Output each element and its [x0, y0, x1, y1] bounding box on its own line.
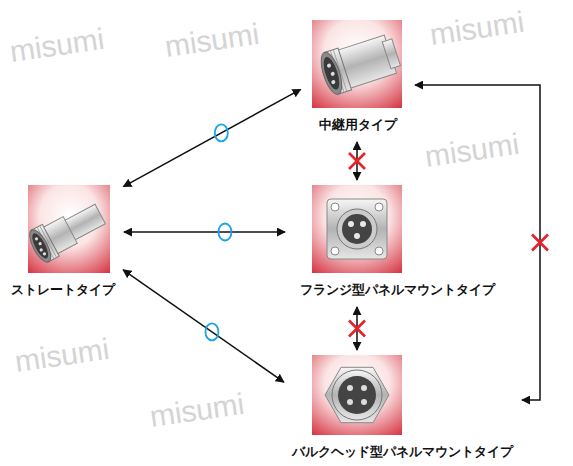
watermark: misumi [13, 332, 112, 379]
connector-photos-part [312, 355, 402, 435]
compatibility-marks-part [215, 124, 228, 141]
compatibility-marks-part [205, 323, 218, 340]
connector-photos-part [332, 370, 382, 420]
connector-type-box: 中継用タイプ [305, 20, 410, 137]
connector-photos-part [331, 203, 339, 211]
connector-photos-part [327, 199, 387, 259]
connector-photos-part [338, 376, 376, 414]
type-label: フランジ型パネルマウントタイプ [300, 282, 495, 298]
connector-photos-part [354, 233, 360, 239]
connector-type-box: ストレートタイプ [7, 185, 119, 302]
connector-photos-part [312, 20, 402, 108]
connector-photos-part [28, 185, 110, 273]
connector-photos-part [360, 221, 366, 227]
compatibility-marks-part [349, 321, 365, 337]
connector-photos-part [38, 242, 42, 246]
watermark: misumi [8, 22, 107, 69]
connector-photos-part [348, 221, 354, 227]
connector-photos-part [330, 71, 335, 76]
watermark: misumi [428, 5, 527, 52]
ok-circle [205, 323, 218, 340]
connector-photos-part [42, 252, 46, 256]
compatibility-marks-part [532, 235, 548, 251]
connector-photos-part [375, 203, 383, 211]
connector-photos-part [326, 63, 331, 68]
connector-photos-part [317, 31, 403, 96]
watermark: misumi [148, 387, 247, 434]
connector-photos-part [26, 198, 109, 265]
connector-photos-part [317, 50, 346, 97]
connector-photos-part [361, 399, 367, 405]
watermark: misumi [163, 17, 262, 64]
flange-receptacle-photo [312, 185, 402, 273]
bulkhead-receptacle-photo [312, 355, 402, 435]
connector-photos-part [347, 399, 353, 405]
straight-plug-photo [26, 185, 110, 273]
type-label-row: 中継用タイプ [305, 114, 410, 133]
ok-circle [215, 124, 228, 141]
ok-circle [219, 224, 232, 241]
ng-cross [349, 153, 365, 169]
compatibility-arrow [123, 89, 300, 186]
connector-photos-part [327, 199, 387, 259]
type-label: バルクヘッド型パネルマウントタイプ [292, 444, 513, 460]
connector-photos-part [375, 247, 383, 255]
connector-photos-part [342, 214, 372, 244]
connector-type-box: バルクヘッド型パネルマウントタイプ [288, 355, 517, 464]
connector-photos-part [331, 247, 339, 255]
connector-photos-part [331, 80, 336, 85]
compatibility-arrow [415, 85, 540, 400]
watermark: misumi [423, 127, 522, 174]
connector-photos-part [34, 237, 38, 241]
ng-cross [532, 235, 548, 251]
connector-type-box: フランジ型パネルマウントタイプ [290, 185, 505, 302]
connector-photos-part [382, 39, 400, 69]
type-label-row: フランジ型パネルマウントタイプ [290, 279, 505, 298]
relay-plug-photo [312, 20, 403, 108]
connector-photos-part [39, 248, 43, 252]
ng-cross [349, 321, 365, 337]
compatibility-marks-part [349, 153, 365, 169]
compatibility-arrow [124, 231, 285, 233]
connector-photos-part [29, 231, 51, 260]
connector-photos-part [337, 209, 377, 249]
connector-photos-part [312, 185, 402, 273]
compatibility-arrow [123, 270, 284, 382]
connector-photos-part [325, 367, 389, 422]
connector-photos-part [361, 385, 367, 391]
connector-photos-part [347, 385, 353, 391]
connector-photos-part [26, 227, 55, 265]
type-label: ストレートタイプ [11, 282, 115, 298]
compatibility-marks-part [219, 224, 232, 241]
type-label: 中継用タイプ [319, 117, 397, 133]
connector-photos-part [325, 367, 389, 422]
type-label-row: ストレートタイプ [7, 279, 119, 298]
connector-photos-part [321, 55, 343, 91]
type-label-row: バルクヘッド型パネルマウントタイプ [288, 441, 517, 460]
